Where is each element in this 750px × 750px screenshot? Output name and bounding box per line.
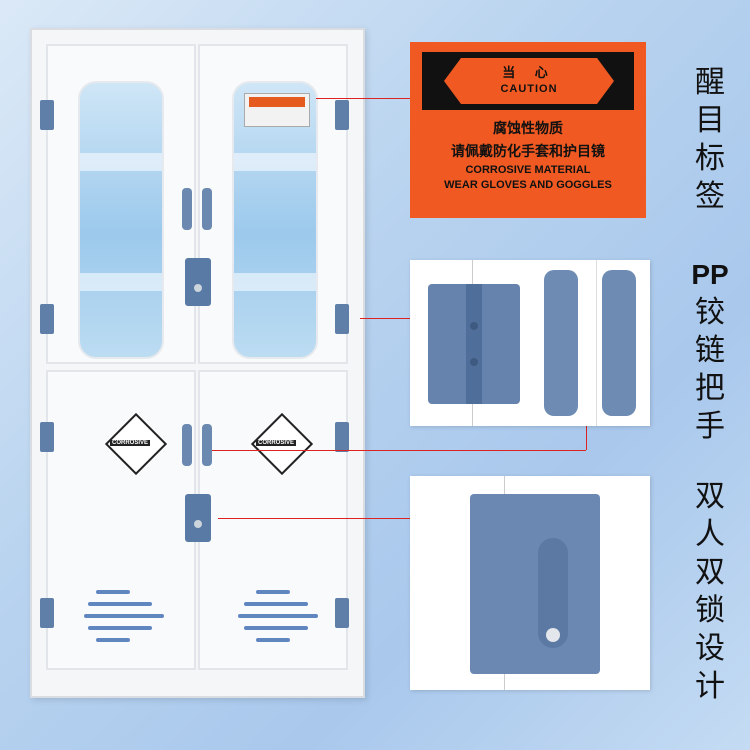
hinge-knuckle bbox=[466, 284, 482, 404]
door-lock[interactable] bbox=[185, 494, 211, 542]
callout-line bbox=[212, 450, 586, 451]
callout-line bbox=[586, 410, 587, 450]
caption-hinge-handle: PP 铰 链 把 手 bbox=[680, 256, 740, 446]
hinge-icon bbox=[335, 598, 349, 628]
vent-slot bbox=[84, 614, 164, 618]
caption-pp: PP bbox=[691, 259, 729, 290]
caution-line2-cn: 请佩戴防化手套和护目镜 bbox=[451, 143, 605, 159]
caption-char: 人 bbox=[695, 518, 725, 551]
upper-right-door bbox=[198, 44, 348, 364]
panel-divider bbox=[596, 260, 597, 426]
corrosive-label-text: CORROSIVE bbox=[256, 440, 297, 446]
callout-line bbox=[218, 518, 410, 519]
caution-line1-en: CORROSIVE MATERIAL bbox=[465, 164, 591, 176]
vent-slot bbox=[96, 638, 130, 642]
small-caution-sign bbox=[244, 93, 310, 127]
caution-line1-cn: 腐蚀性物质 bbox=[493, 120, 563, 136]
caution-sign-header: 当 心 CAUTION bbox=[422, 52, 634, 110]
upper-left-door bbox=[46, 44, 196, 364]
hinge-icon bbox=[40, 598, 54, 628]
door-handle[interactable] bbox=[202, 424, 212, 466]
caption-char: 双 bbox=[695, 480, 725, 513]
upper-right-glass bbox=[232, 81, 318, 359]
caption-char: 铰 bbox=[695, 296, 725, 329]
door-handle[interactable] bbox=[202, 188, 212, 230]
hinge-icon bbox=[40, 304, 54, 334]
hinge-icon bbox=[335, 304, 349, 334]
handle-closeup-icon bbox=[544, 270, 578, 416]
lower-left-door bbox=[46, 370, 196, 670]
caption-char: 设 bbox=[695, 632, 725, 665]
caption-char: 锁 bbox=[695, 594, 725, 627]
vent-slot bbox=[256, 638, 290, 642]
caption-char: 目 bbox=[695, 104, 725, 137]
door-handle[interactable] bbox=[182, 188, 192, 230]
keyhole-icon bbox=[546, 628, 560, 642]
shelf bbox=[234, 153, 316, 171]
caption-char: 标 bbox=[695, 142, 725, 175]
hinge-icon bbox=[335, 100, 349, 130]
caution-title-cn: 当 心 bbox=[502, 65, 556, 80]
vent-slot bbox=[244, 602, 308, 606]
vent-slot bbox=[88, 626, 152, 630]
hinge-handle-closeup bbox=[410, 260, 650, 426]
hinge-icon bbox=[40, 100, 54, 130]
caution-line2-en: WEAR GLOVES AND GOGGLES bbox=[444, 179, 612, 191]
shelf bbox=[80, 273, 162, 291]
caption-char: 签 bbox=[695, 180, 725, 213]
hinge-icon bbox=[335, 422, 349, 452]
hinge-icon bbox=[40, 422, 54, 452]
caption-lock: 双 人 双 锁 设 计 bbox=[690, 478, 730, 706]
caption-char: 链 bbox=[695, 334, 725, 367]
lower-right-door bbox=[198, 370, 348, 670]
hinge-pin bbox=[470, 358, 478, 366]
caption-char: 计 bbox=[695, 670, 725, 703]
caption-char: 把 bbox=[695, 372, 725, 405]
callout-line bbox=[316, 98, 410, 99]
upper-left-glass bbox=[78, 81, 164, 359]
hinge-pin bbox=[470, 322, 478, 330]
vent-slot bbox=[256, 590, 290, 594]
vent-slot bbox=[244, 626, 308, 630]
corrosive-label-text: CORROSIVE bbox=[110, 440, 151, 446]
vent-slot bbox=[238, 614, 318, 618]
small-sign-bar bbox=[249, 97, 305, 107]
caption-char: 双 bbox=[695, 556, 725, 589]
lock-closeup bbox=[410, 476, 650, 690]
door-lock[interactable] bbox=[185, 258, 211, 306]
caption-char: 醒 bbox=[695, 66, 725, 99]
caption-char: 手 bbox=[695, 410, 725, 443]
caption-sign: 醒 目 标 签 bbox=[690, 64, 730, 216]
chemical-cabinet: CORROSIVE CORROSIVE bbox=[30, 28, 365, 698]
vent-slot bbox=[96, 590, 130, 594]
vent-slot bbox=[88, 602, 152, 606]
lock-closeup-icon bbox=[470, 494, 600, 674]
handle-closeup-icon bbox=[602, 270, 636, 416]
caution-sign: 当 心 CAUTION 腐蚀性物质 请佩戴防化手套和护目镜 CORROSIVE … bbox=[410, 42, 646, 218]
door-handle[interactable] bbox=[182, 424, 192, 466]
hinge-closeup-icon bbox=[428, 284, 520, 404]
caution-title-en: CAUTION bbox=[500, 83, 558, 95]
callout-line bbox=[360, 318, 410, 319]
shelf bbox=[234, 273, 316, 291]
caution-hexagon: 当 心 CAUTION bbox=[444, 58, 614, 104]
shelf bbox=[80, 153, 162, 171]
